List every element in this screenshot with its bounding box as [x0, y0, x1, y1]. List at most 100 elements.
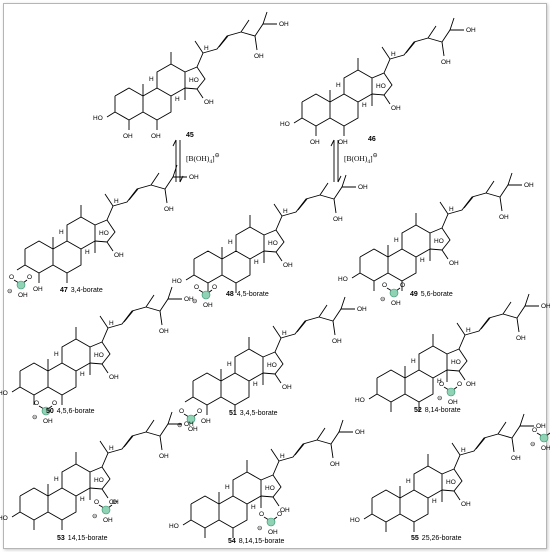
- atom-oh-label: OH: [536, 423, 546, 430]
- atom-oh-label: OH: [18, 292, 28, 299]
- atom-o-label: O: [52, 400, 57, 407]
- compound-label-46: 46: [368, 136, 376, 143]
- atom-ho-label: HO: [169, 523, 179, 530]
- negative-charge-icon: ⊖: [177, 422, 183, 429]
- atom-oh-label: OH: [189, 174, 199, 181]
- atom-ho-label: HO: [0, 515, 8, 522]
- atom-ho-label: HO: [350, 517, 360, 524]
- atom-h-label: H: [362, 102, 367, 109]
- atom-oh-label: OH: [103, 517, 113, 524]
- atom-o-label: O: [400, 282, 405, 289]
- compound-number: 53: [57, 535, 65, 542]
- atom-h-label: H: [394, 237, 399, 244]
- compound-number: 52: [414, 407, 422, 414]
- atom-h-label: H: [59, 229, 64, 236]
- atom-h-label: H: [391, 51, 396, 58]
- atom-h-label: H: [85, 249, 90, 256]
- atom-oh-label: OH: [461, 501, 471, 508]
- atom-h-label: H: [432, 498, 437, 505]
- borate-position: 5,6-borate: [421, 291, 453, 298]
- atom-ho-label: HO: [267, 362, 277, 369]
- atom-oh-label: OH: [254, 53, 264, 60]
- atom-oh-label: OH: [159, 328, 169, 335]
- borate-position: 14,15-borate: [68, 535, 108, 542]
- atom-ho-label: HO: [99, 230, 109, 237]
- negative-charge-icon: ⊖: [530, 441, 536, 448]
- atom-oh-label: OH: [332, 338, 342, 345]
- borate-position: 4,5,6-borate: [57, 408, 95, 415]
- compound-number: 48: [226, 291, 234, 298]
- atom-oh-label: OH: [109, 499, 119, 506]
- reagent-label: [B(OH)4]⊖: [344, 153, 378, 165]
- negative-charge-icon: ⊖: [32, 414, 38, 421]
- atom-oh-label: OH: [338, 139, 348, 146]
- atom-oh-label: OH: [279, 21, 289, 28]
- atom-ho-label: HO: [355, 397, 365, 404]
- atom-ho-label: HO: [189, 77, 199, 84]
- atom-h-label: H: [175, 96, 180, 103]
- atom-oh-label: OH: [203, 302, 213, 309]
- atom-ho-label: HO: [268, 240, 278, 247]
- atom-ho-label: HO: [338, 276, 348, 283]
- atom-oh-label: OH: [184, 421, 194, 428]
- atom-ho-label: HO: [93, 115, 103, 122]
- atom-oh-label: OH: [355, 429, 365, 436]
- borate-position: 4,5-borate: [237, 291, 269, 298]
- compound-number: 46: [368, 136, 376, 143]
- atom-oh-label: OH: [33, 286, 43, 293]
- atom-o-label: O: [457, 381, 462, 388]
- atom-o-label: O: [194, 284, 199, 291]
- atom-h-label: H: [283, 208, 288, 215]
- atom-o-label: O: [112, 499, 117, 506]
- boron-atom: [201, 290, 211, 300]
- atom-h-label: H: [466, 327, 471, 334]
- atom-h-label: H: [228, 239, 233, 246]
- compound-number: 50: [46, 408, 54, 415]
- boron-atom: [389, 288, 399, 298]
- boron-atom: [16, 280, 26, 290]
- atom-oh-label: OH: [151, 133, 161, 140]
- compound-number: 49: [410, 291, 418, 298]
- equilibrium-arrow-2: [B(OH)4]⊖: [330, 139, 378, 183]
- atom-h-label: H: [109, 320, 114, 327]
- atom-oh-label: OH: [358, 184, 368, 191]
- atom-ho-label: HO: [265, 485, 275, 492]
- atom-oh-label: OH: [159, 453, 169, 460]
- atom-o-label: O: [277, 511, 282, 518]
- compound-number: 54: [228, 538, 236, 545]
- atom-oh-label: OH: [333, 216, 343, 223]
- atom-ho-label: HO: [0, 390, 8, 397]
- atom-h-label: H: [54, 476, 59, 483]
- atom-o-label: O: [27, 274, 32, 281]
- atom-h-label: H: [437, 378, 442, 385]
- atom-o-label: O: [212, 284, 217, 291]
- atom-h-label: H: [253, 381, 258, 388]
- borate-position: 3,4,5-borate: [240, 410, 278, 417]
- atom-ho-label: HO: [434, 238, 444, 245]
- atom-oh-label: OH: [123, 133, 133, 140]
- atom-oh-label: OH: [499, 214, 509, 221]
- equilibrium-arrow-1: [B(OH)4]⊖: [172, 139, 220, 183]
- boron-atom: [266, 517, 276, 527]
- atom-h-label: H: [149, 76, 154, 83]
- atom-oh-label: OH: [282, 384, 292, 391]
- atom-oh-label: OH: [164, 206, 174, 213]
- atom-o-label: O: [9, 274, 14, 281]
- borate-position: 8,14,15-borate: [239, 538, 285, 545]
- atom-oh-label: OH: [114, 252, 124, 259]
- atom-h-label: H: [80, 496, 85, 503]
- atom-oh-label: OH: [466, 381, 476, 388]
- negative-charge-icon: ⊖: [437, 395, 443, 402]
- atom-h-label: H: [80, 371, 85, 378]
- atom-oh-label: OH: [511, 455, 521, 462]
- compound-number: 45: [186, 132, 194, 139]
